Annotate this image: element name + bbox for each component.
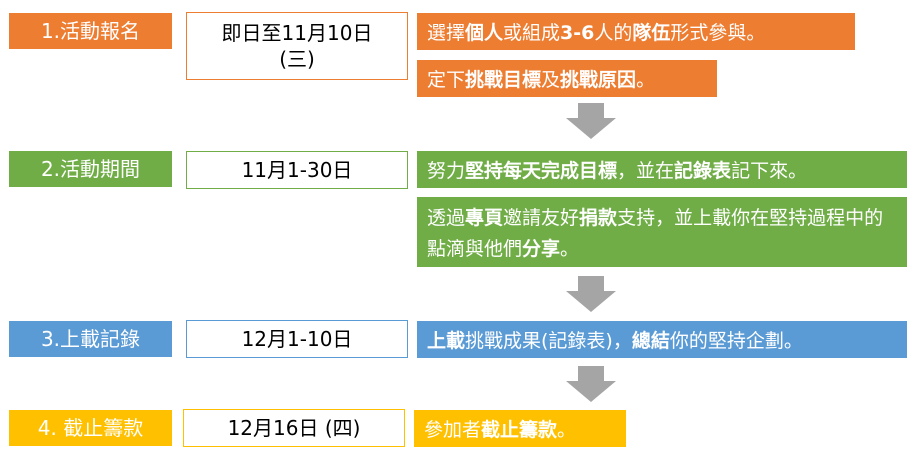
emphasis-text: 記錄表 xyxy=(674,160,732,182)
step-2-date: 11月1-30日 xyxy=(186,151,408,189)
step-3-label: 3.上載記錄 xyxy=(9,321,172,357)
step-2-label: 2.活動期間 xyxy=(9,151,172,187)
emphasis-text: 分享 xyxy=(522,238,561,260)
desc-text: 參加者截止籌款。 xyxy=(424,415,576,442)
desc-text: 上載挑戰成果(記錄表)，總結你的堅持企劃。 xyxy=(427,326,803,353)
down-arrow-icon xyxy=(566,276,616,312)
desc-text: 努力堅持每天完成目標，並在記錄表記下來。 xyxy=(427,156,807,183)
step-1-date: 即日至11月10日 (三) xyxy=(186,12,408,80)
emphasis-text: 專頁 xyxy=(465,207,504,229)
step-3-date: 12月1-10日 xyxy=(186,320,408,358)
emphasis-text: 個人 xyxy=(465,22,504,44)
plain-text: 挑戰成果(記錄表)， xyxy=(465,330,632,352)
emphasis-text: 捐款 xyxy=(579,207,618,229)
step-2-desc-2: 透過專頁邀請友好捐款支持，並上載你在堅持過程中的點滴與他們分享。 xyxy=(417,197,907,267)
step-4-date: 12月16日 (四) xyxy=(183,409,405,447)
emphasis-text: 隊伍 xyxy=(632,22,671,44)
step-4-label: 4. 截止籌款 xyxy=(9,410,172,446)
step-3-desc-1: 上載挑戰成果(記錄表)，總結你的堅持企劃。 xyxy=(417,321,907,358)
desc-text: 透過專頁邀請友好捐款支持，並上載你在堅持過程中的點滴與他們分享。 xyxy=(427,207,883,260)
step-1-desc-1: 選擇個人或組成3-6人的隊伍形式參與。 xyxy=(417,13,855,50)
emphasis-text: 挑戰原因 xyxy=(560,69,637,91)
step-1-desc-2: 定下挑戰目標及挑戰原因。 xyxy=(417,60,717,97)
emphasis-text: 3-6 xyxy=(560,22,595,44)
step-2-desc-1: 努力堅持每天完成目標，並在記錄表記下來。 xyxy=(417,151,907,188)
step-1-date-line2: (三) xyxy=(279,47,315,71)
emphasis-text: 堅持每天完成目標 xyxy=(465,160,618,182)
plain-text: 支持，並上載你在堅持過程中的點滴與他們 xyxy=(427,207,884,260)
plain-text: 形式參與。 xyxy=(670,22,766,44)
plain-text: 。 xyxy=(636,69,656,91)
emphasis-text: 上載 xyxy=(427,330,466,352)
plain-text: ，並在 xyxy=(617,160,675,182)
plain-text: 你的堅持企劃。 xyxy=(669,330,803,352)
emphasis-text: 總結 xyxy=(631,330,670,352)
step-4-desc-1: 參加者截止籌款。 xyxy=(414,410,626,447)
step-1-date-line1: 即日至11月10日 xyxy=(221,21,373,45)
desc-text: 選擇個人或組成3-6人的隊伍形式參與。 xyxy=(427,18,765,45)
plain-text: 透過 xyxy=(427,207,466,229)
plain-text: 記下來。 xyxy=(731,160,808,182)
desc-text: 定下挑戰目標及挑戰原因。 xyxy=(427,65,655,92)
step-2-date-line1: 11月1-30日 xyxy=(241,158,353,182)
plain-text: 或組成 xyxy=(503,22,561,44)
step-4-date-line1: 12月16日 (四) xyxy=(227,416,361,440)
plain-text: 選擇 xyxy=(427,22,466,44)
plain-text: 。 xyxy=(560,238,580,260)
emphasis-text: 截止籌款 xyxy=(481,419,558,441)
plain-text: 參加者 xyxy=(424,419,482,441)
down-arrow-icon xyxy=(566,103,616,139)
plain-text: 及 xyxy=(541,69,561,91)
plain-text: 定下 xyxy=(427,69,466,91)
emphasis-text: 挑戰目標 xyxy=(465,69,542,91)
step-1-label: 1.活動報名 xyxy=(9,13,172,49)
down-arrow-icon xyxy=(566,366,616,402)
plain-text: 努力 xyxy=(427,160,466,182)
plain-text: 人的 xyxy=(594,22,633,44)
plain-text: 邀請友好 xyxy=(503,207,580,229)
step-3-date-line1: 12月1-10日 xyxy=(241,327,353,351)
plain-text: 。 xyxy=(557,419,577,441)
